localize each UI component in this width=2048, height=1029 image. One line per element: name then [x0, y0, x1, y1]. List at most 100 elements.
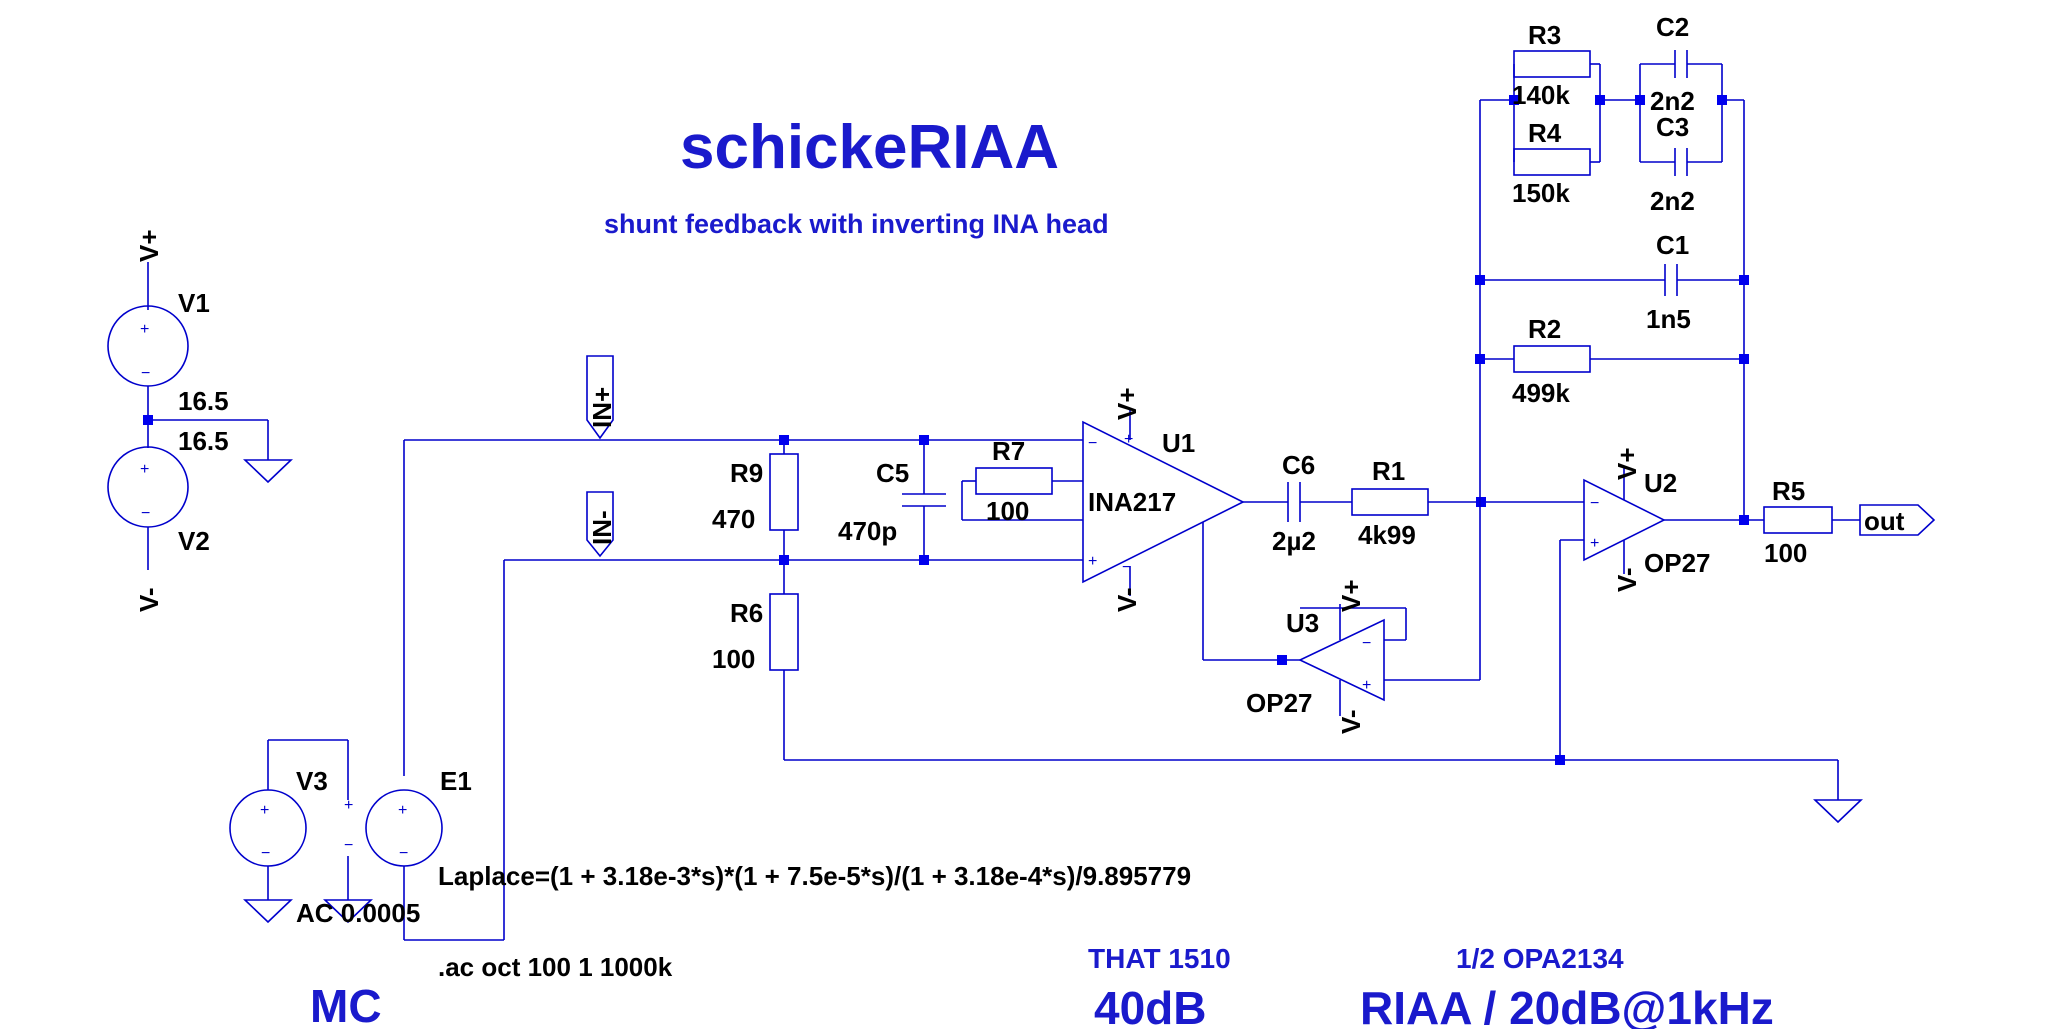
svg-text:−: − — [141, 505, 150, 522]
r7-ref: R7 — [992, 436, 1025, 466]
u1-part: INA217 — [1088, 487, 1176, 517]
resistor-r4[interactable] — [1513, 148, 1591, 176]
r2-value: 499k — [1512, 378, 1570, 408]
u3-part: OP27 — [1246, 688, 1313, 718]
c6-ref: C6 — [1282, 450, 1315, 480]
spice-directive[interactable]: .ac oct 100 1 1000k — [438, 952, 673, 982]
svg-text:−: − — [399, 845, 408, 862]
output-stage: out R5 100 — [1763, 476, 1936, 568]
input-network: R9 470 R6 100 C5 470p R7 100 — [712, 435, 1838, 761]
note-opa-part: 1/2 OPA2134 — [1456, 943, 1624, 974]
svg-text:−: − — [344, 837, 353, 854]
input-nets: IN+ IN- — [403, 355, 1083, 941]
svg-text:+: + — [1088, 553, 1097, 570]
u2-part: OP27 — [1644, 548, 1711, 578]
resistor-r6[interactable] — [769, 593, 799, 671]
page-subtitle: shunt feedback with inverting INA head — [604, 209, 1109, 239]
svg-text:+: + — [140, 461, 149, 478]
u1-ref: U1 — [1162, 428, 1195, 458]
resistor-r7[interactable] — [975, 467, 1053, 495]
svg-text:−: − — [1088, 435, 1097, 452]
coupling-network: C6 2µ2 R1 4k99 — [1272, 450, 1584, 556]
svg-text:−: − — [1590, 495, 1599, 512]
svg-text:−: − — [141, 365, 150, 382]
r6-ref: R6 — [730, 598, 763, 628]
opamp-u1-symbol[interactable] — [1082, 420, 1245, 584]
resistor-r9[interactable] — [769, 453, 799, 531]
svg-text:−: − — [1122, 559, 1131, 576]
svg-text:+: + — [1124, 431, 1133, 448]
u1-vplus: V+ — [1112, 387, 1142, 420]
ground-symbol-supply — [243, 459, 293, 484]
ground-symbol-v3 — [243, 899, 293, 924]
resistor-r5[interactable] — [1763, 506, 1833, 534]
note-that-gain: 40dB — [1094, 982, 1206, 1029]
c5-value: 470p — [838, 516, 897, 546]
r9-value: 470 — [712, 504, 755, 534]
r9-ref: R9 — [730, 458, 763, 488]
net-flag-in-plus[interactable] — [586, 355, 614, 440]
e1-expression: Laplace=(1 + 3.18e-3*s)*(1 + 7.5e-5*s)/(… — [438, 861, 1191, 891]
c2-value: 2n2 — [1650, 86, 1695, 116]
r6-value: 100 — [712, 644, 755, 674]
u2-ref: U2 — [1644, 468, 1677, 498]
r7-value: 100 — [986, 496, 1029, 526]
v3-ref: V3 — [296, 766, 328, 796]
mc-source: + − + − + − V3 AC 0.0005 E1 Laplace=(1 +… — [229, 739, 1191, 940]
vminus-label: V- — [134, 587, 164, 612]
r4-ref: R4 — [1528, 118, 1562, 148]
c3-ref: C3 — [1656, 112, 1689, 142]
r5-ref: R5 — [1772, 476, 1805, 506]
v1-value: 16.5 — [178, 386, 229, 416]
u3-ref: U3 — [1286, 608, 1319, 638]
riaa-feedback: R3 140k R4 150k C2 2n2 C3 2n2 C1 1n5 — [1475, 12, 1749, 520]
u2-vminus: V- — [1612, 567, 1642, 592]
ina-u1: − + + − V+ V- U1 INA217 — [1082, 387, 1300, 661]
page-title: schickeRIAA — [680, 113, 1059, 182]
c1-ref: C1 — [1656, 230, 1689, 260]
r2-ref: R2 — [1528, 314, 1561, 344]
r5-value: 100 — [1764, 538, 1807, 568]
r3-value: 140k — [1512, 80, 1570, 110]
ground-symbol-bus — [1813, 799, 1863, 824]
svg-text:+: + — [344, 797, 353, 814]
svg-text:−: − — [261, 845, 270, 862]
resistor-r2[interactable] — [1513, 345, 1591, 373]
opamp-u2: − + V+ V- U2 OP27 — [1555, 447, 1764, 765]
in-plus-label: IN+ — [587, 387, 617, 428]
v2-value: 16.5 — [178, 426, 229, 456]
v2-ref: V2 — [178, 526, 210, 556]
v3-value: AC 0.0005 — [296, 898, 420, 928]
u1-vminus: V- — [1112, 587, 1142, 612]
svg-text:+: + — [1362, 677, 1371, 694]
r4-value: 150k — [1512, 178, 1570, 208]
note-riaa-gain: RIAA / 20dB@1kHz — [1360, 982, 1774, 1029]
vplus-label: V+ — [134, 229, 164, 262]
svg-text:+: + — [1590, 535, 1599, 552]
c3-value: 2n2 — [1650, 186, 1695, 216]
svg-text:−: − — [1362, 635, 1371, 652]
svg-text:+: + — [398, 802, 407, 819]
opamp-u3: − + V+ V- U3 OP27 — [1246, 100, 1481, 734]
in-minus-label: IN- — [587, 510, 617, 545]
net-flag-in-minus[interactable] — [586, 491, 614, 558]
r1-value: 4k99 — [1358, 520, 1416, 550]
note-that-part: THAT 1510 — [1088, 943, 1231, 974]
c2-ref: C2 — [1656, 12, 1689, 42]
svg-text:+: + — [260, 802, 269, 819]
out-label: out — [1864, 506, 1905, 536]
resistor-r1[interactable] — [1351, 488, 1429, 516]
svg-text:+: + — [140, 321, 149, 338]
e1-ref: E1 — [440, 766, 472, 796]
c5-ref: C5 — [876, 458, 909, 488]
supply-section: + − + − V+ V- V1 V2 16.5 16.5 — [107, 229, 293, 612]
c1-value: 1n5 — [1646, 304, 1691, 334]
resistor-r3[interactable] — [1513, 50, 1591, 78]
net-flag-out[interactable] — [1859, 504, 1936, 536]
u3-vminus: V- — [1336, 709, 1366, 734]
opamp-u3-symbol[interactable] — [1298, 618, 1385, 702]
u2-vplus: V+ — [1612, 447, 1642, 480]
ground-symbol-e1 — [323, 899, 373, 924]
r1-ref: R1 — [1372, 456, 1405, 486]
